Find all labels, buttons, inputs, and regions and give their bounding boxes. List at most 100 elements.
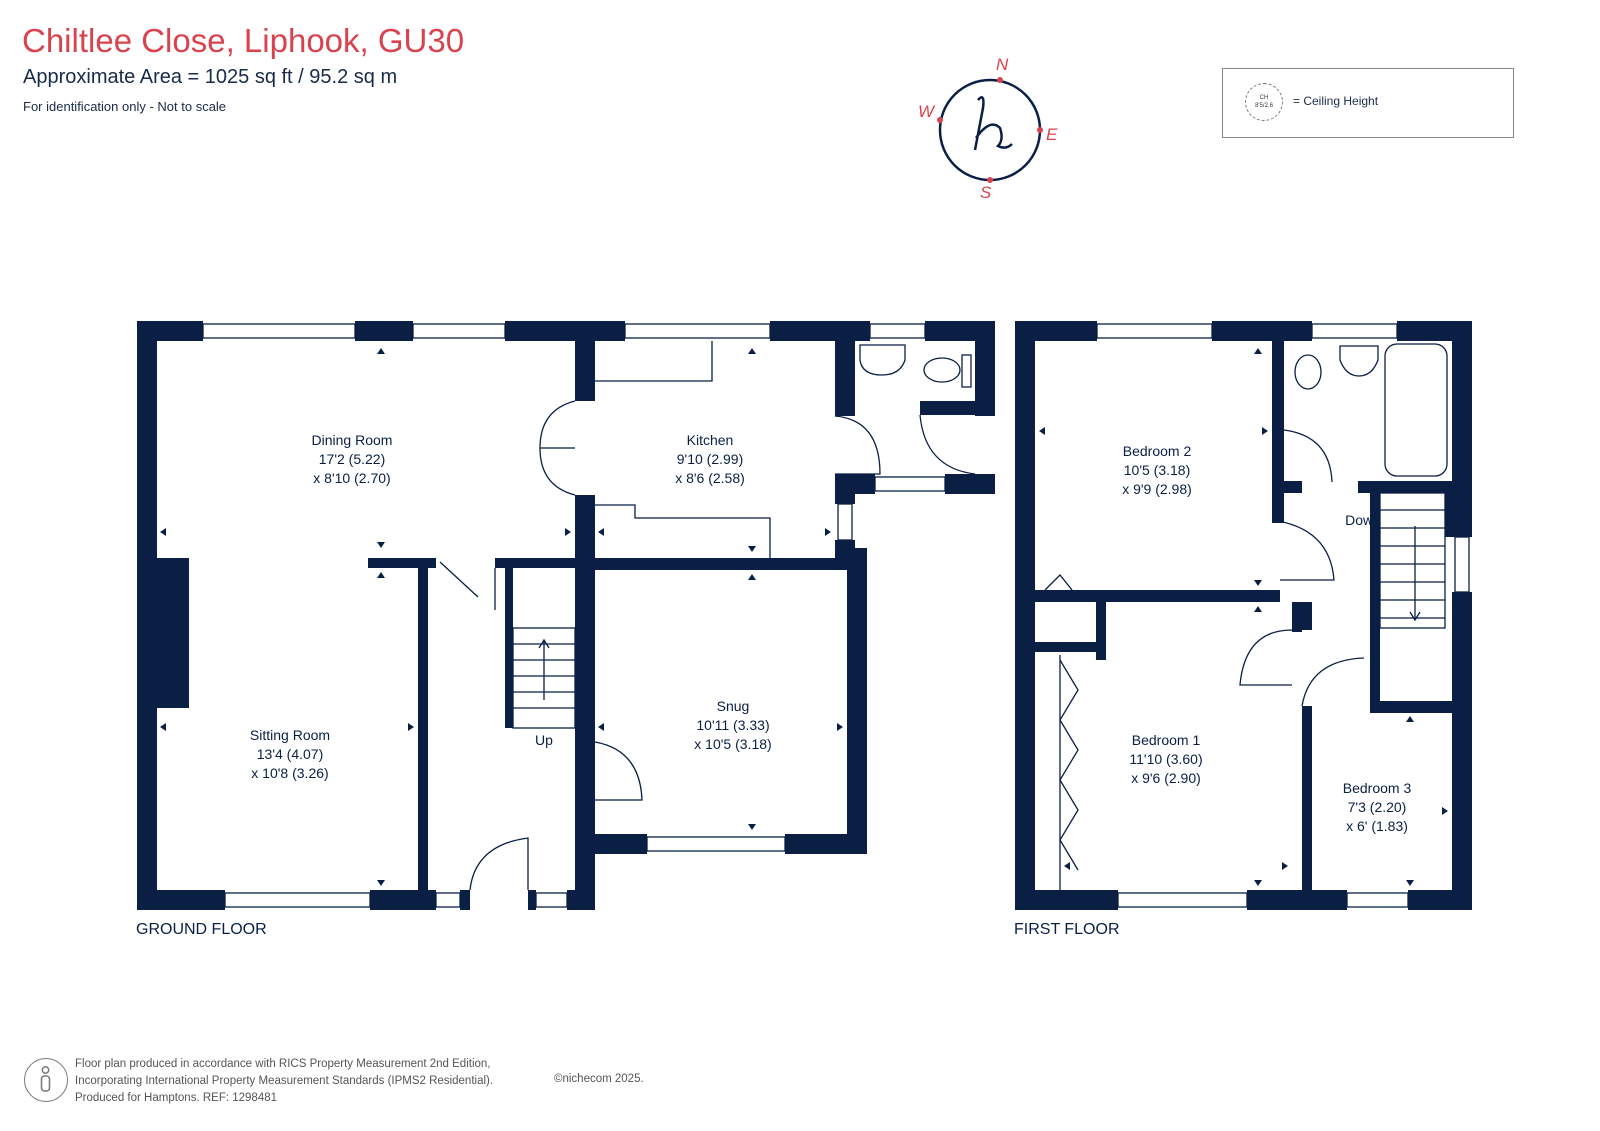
door-swing [1283,429,1333,483]
stairs-up-label: Up [535,732,553,748]
wall [1096,602,1106,660]
compass: N E S W [918,55,1058,202]
room-dim2-kitchen: x 8'6 (2.58) [675,470,745,486]
first-floor-plan [1015,321,1472,910]
ground-floor-label: GROUND FLOOR [136,921,267,938]
first-floor-label: FIRST FLOOR [1014,921,1120,938]
dim-arrow [748,348,756,354]
room-dim1-bedroom-3: 7'3 (2.20) [1348,799,1407,815]
legend-symbol-line1: CH [1259,95,1269,101]
room-name-bedroom-1: Bedroom 1 [1132,732,1201,748]
wall [1358,481,1472,493]
window [1311,323,1398,339]
window [1117,892,1248,908]
room-dim2-bedroom-3: x 6' (1.83) [1346,818,1408,834]
room-name-kitchen: Kitchen [687,432,734,448]
compass-ring [938,78,1042,182]
compass-south-dot [987,177,993,183]
legend-symbol-line2: 8'5/2.6 [1255,103,1273,109]
wall [1247,890,1347,910]
wall [920,401,995,415]
ground-floor-details [202,323,976,908]
wall [1035,642,1096,652]
wall [460,890,470,910]
dim-arrow [1262,427,1268,435]
wall [1272,341,1284,481]
wall [1452,592,1472,910]
wall [835,474,875,494]
stair-arrow-down [1409,526,1421,622]
door-swing [1044,574,1073,591]
dim-arrow [1442,807,1448,815]
wall [1302,706,1312,890]
room-name-sitting-room: Sitting Room [250,727,330,743]
door-swing [1239,629,1293,686]
dim-arrow [1406,880,1414,886]
room-dim2-snug: x 10'5 (3.18) [694,736,771,752]
dim-arrow [598,723,604,731]
first-floor-dimension-arrows [1039,348,1448,886]
wall [575,495,595,910]
door-swing [539,447,576,496]
dim-arrow [825,528,831,536]
wall [1370,493,1380,711]
dim-arrow [837,723,843,731]
footer-line2: Incorporating International Property Mea… [75,1075,494,1087]
dim-arrow [377,880,385,886]
worktop [595,504,771,558]
dim-arrow [377,572,385,578]
wall [1035,590,1280,602]
window [435,892,461,908]
room-dim1-dining-room: 17'2 (5.22) [319,451,386,467]
dim-arrow [160,723,166,731]
wall [1370,701,1472,713]
room-dim1-bedroom-1: 11'10 (3.60) [1129,751,1202,767]
wall [137,890,225,910]
wall [370,890,436,910]
dim-arrow [748,824,756,830]
first-floor-details [1044,323,1470,908]
wall [1272,481,1302,493]
dim-arrow [377,348,385,354]
door-swing [469,837,529,891]
ground-floor-dimension-arrows [160,348,843,886]
window [837,503,853,541]
room-dim2-dining-room: x 8'10 (2.70) [313,470,390,486]
dim-arrow [1254,606,1262,612]
room-dim1-kitchen: 9'10 (2.99) [677,451,744,467]
worktop [595,341,713,382]
room-name-bedroom-2: Bedroom 2 [1123,443,1192,459]
wall [1445,493,1455,537]
window [224,892,371,908]
wall [1408,890,1472,910]
wall [137,321,157,910]
stair-treads [1380,509,1445,619]
compass-east-dot [1037,127,1043,133]
wall [770,321,870,341]
dim-arrow [748,546,756,552]
dim-arrow [377,542,385,548]
wall [1302,602,1312,630]
dim-arrow [1254,348,1262,354]
window [874,476,946,492]
dim-arrow [1039,427,1045,435]
door-swing [919,414,976,475]
dim-arrow [598,528,604,536]
door-swing [1271,519,1335,581]
wall [835,341,855,416]
wall [847,548,867,854]
footer-copyright: ©nichecom 2025. [554,1073,644,1085]
door-swing [539,400,576,449]
wall [505,321,625,341]
person-icon-glyph [40,1066,51,1092]
dim-arrow [1064,862,1070,870]
wall [505,568,513,728]
wall [528,890,536,910]
page-title: Chiltlee Close, Liphook, GU30 [22,22,465,59]
dim-arrow [160,528,166,536]
door-swing [439,561,496,610]
compass-east: E [1046,125,1058,144]
wall [1015,321,1035,910]
window [869,323,926,339]
